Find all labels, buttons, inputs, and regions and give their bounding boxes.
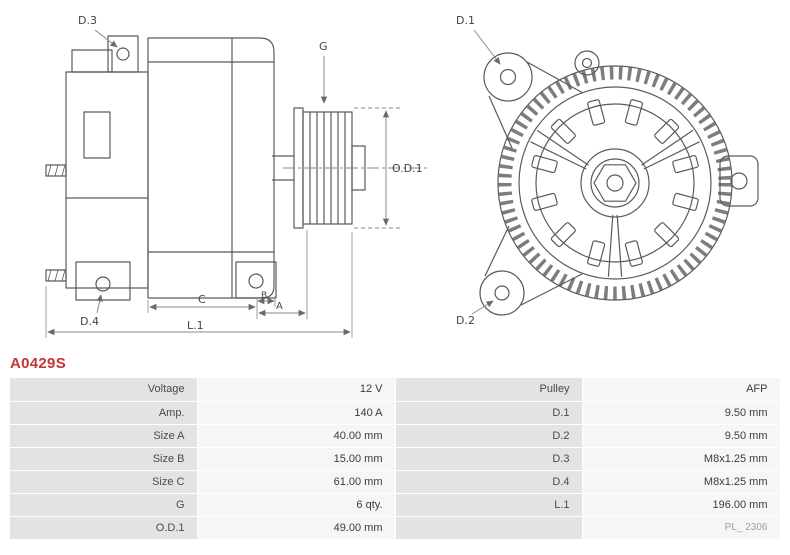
dim-label-g: G [319,40,328,53]
spec-label: O.D.1 [10,516,198,540]
spec-label: Size B [10,447,198,471]
technical-drawing: D.3 D.4 G O.D.1 C B A L.1 D.1 D.2 [45,14,759,338]
dim-label-l1: L.1 [187,319,204,332]
table-row: Size B 15.00 mm D.3 M8x1.25 mm [10,447,781,471]
dim-label-a: A [276,301,283,312]
dim-label-d4: D.4 [80,315,99,328]
spec-value: 196.00 mm [582,493,781,517]
table-row: G 6 qty. L.1 196.00 mm [10,493,781,517]
spec-label: D.3 [395,447,583,471]
spec-label: Pulley [395,378,583,402]
spec-value: 140 A [197,401,396,425]
table-row: Size A 40.00 mm D.2 9.50 mm [10,424,781,448]
spec-value: 12 V [197,378,396,402]
table-row: Size C 61.00 mm D.4 M8x1.25 mm [10,470,781,494]
spokes [530,129,700,277]
threaded-stud-mid [45,164,67,177]
spec-value: M8x1.25 mm [582,447,781,471]
threaded-stud-bottom [45,269,67,282]
spec-value: 49.00 mm [197,516,396,540]
bottom-left-ear [75,261,131,301]
rear-top-left-ear [483,52,584,149]
spec-label: G [10,493,198,517]
alternator-drawing-svg: D.3 D.4 G O.D.1 C B A L.1 D.1 D.2 [45,14,759,338]
rear-bottom-left-ear [479,225,583,316]
spec-value: 40.00 mm [197,424,396,448]
spec-value: 15.00 mm [197,447,396,471]
alternator-side-view [45,35,366,301]
spec-table: Voltage 12 V Pulley AFP Amp. 140 A D.1 9… [10,378,781,540]
spec-value: AFP [582,378,781,402]
spec-value: M8x1.25 mm [582,470,781,494]
dimension-labels: D.3 D.4 G O.D.1 C B A L.1 D.1 D.2 [78,14,475,332]
spec-label: D.4 [395,470,583,494]
dim-label-c: C [198,293,206,306]
cooling-fins [498,66,732,300]
table-row: Voltage 12 V Pulley AFP [10,378,781,402]
spec-value: 9.50 mm [582,401,781,425]
part-number: A0429S [10,355,67,372]
rear-top-small-ear [574,50,600,76]
watermark-code: PL_ 2306 [582,516,781,540]
spec-label: L.1 [395,493,583,517]
rear-view-dimension-lines [471,29,501,315]
vent-slots [531,99,699,267]
spec-label: Voltage [10,378,198,402]
spec-value: 61.00 mm [197,470,396,494]
top-mounting-lug [107,35,139,73]
spec-value: 6 qty. [197,493,396,517]
table-row: O.D.1 49.00 mm PL_ 2306 [10,516,781,540]
dim-label-d3: D.3 [78,14,97,27]
dim-label-od1: O.D.1 [392,162,423,175]
spec-value: 9.50 mm [582,424,781,448]
spec-label: D.2 [395,424,583,448]
spec-label: Amp. [10,401,198,425]
bottom-right-foot [235,261,277,299]
spec-label: Size A [10,424,198,448]
alternator-rear-view [479,50,759,316]
rear-right-tab [719,155,759,207]
table-row: Amp. 140 A D.1 9.50 mm [10,401,781,425]
dim-label-b: B [261,291,267,301]
side-view-dimension-lines [45,29,430,338]
dim-label-d2: D.2 [456,314,475,327]
spec-label: Size C [10,470,198,494]
dim-label-d1: D.1 [456,14,475,27]
shaft-nut-hexagon [593,164,637,202]
spec-label [395,516,583,540]
spec-label: D.1 [395,401,583,425]
